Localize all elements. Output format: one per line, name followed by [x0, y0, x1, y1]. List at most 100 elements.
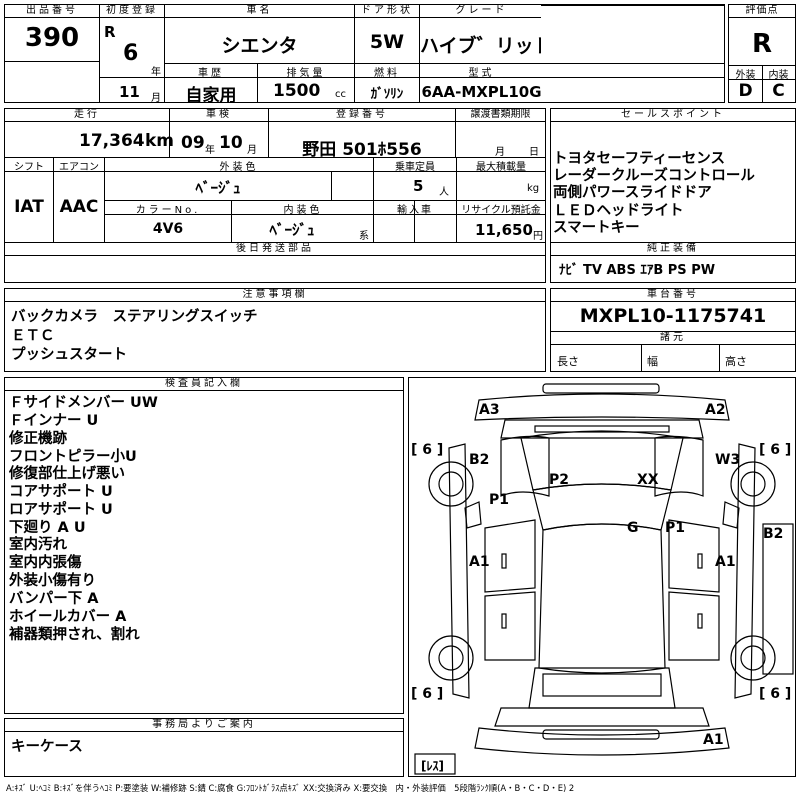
damage-mark: XX: [637, 472, 659, 488]
color-label: 外装色: [219, 162, 259, 173]
damage-mark: A1: [715, 554, 736, 570]
damage-mark: A2: [705, 402, 726, 418]
header-block: 出品番号 390 初度登録 R 6 年 11 月 車名 シエンタ ドア形状 5W…: [4, 4, 543, 106]
damage-mark: A3: [479, 402, 500, 418]
note-line: バックカメラ ステアリングスイッチ: [11, 309, 258, 325]
chassis-value: MXPL10-1175741: [579, 305, 767, 327]
later-label: 後日発送部品: [5, 243, 545, 256]
sales-point: ＬＥＤヘッドライト: [553, 203, 684, 219]
interior-value: C: [772, 81, 785, 101]
interior-label: 内装: [768, 70, 789, 81]
shift-label: シフト: [14, 162, 44, 173]
inspection-year: 09: [181, 133, 205, 153]
inspection-label: 車検: [170, 109, 268, 122]
note-line: ＥＴＣ: [11, 328, 55, 344]
inspection-month: 10: [219, 133, 243, 153]
door-label: ドア形状: [355, 5, 419, 18]
model-label: 型式: [468, 68, 495, 79]
interior-color-unit: 系: [359, 231, 369, 242]
transfer-month-unit: 月: [495, 147, 505, 158]
width-label: 幅: [647, 355, 658, 368]
mileage-unit: km: [145, 131, 175, 151]
info-block: 走行 車検 登録番号 譲渡書類期限 17,364 km 09 年 10 月 野田…: [4, 108, 546, 283]
tire-depth: [ 6 ]: [411, 442, 444, 458]
recycle-label: リサイクル預託金: [461, 205, 541, 216]
mileage-label: 走行: [5, 109, 169, 122]
sales-point: トヨタセーフティーセンス: [553, 151, 725, 167]
equip-value: ﾅﾋﾞ TV ABS ｴｱB PS PW: [559, 263, 716, 278]
door-value: 5W: [369, 31, 405, 53]
inspector-line: 補器類押され、割れ: [9, 627, 140, 643]
inspector-line: Ｆインナー U: [9, 413, 99, 429]
month-unit: 月: [151, 93, 161, 104]
interior-color-label: 内装色: [283, 205, 323, 216]
displacement-unit: cc: [335, 89, 346, 100]
tire-depth: [ 6 ]: [759, 442, 792, 458]
spare-tire: [ﾚｽ]: [421, 759, 444, 773]
notes-block: 注意事項欄 バックカメラ ステアリングスイッチ ＥＴＣ プッシュスタート: [4, 288, 546, 372]
sales-point: 両側パワースライドドア: [553, 185, 712, 201]
inspector-block: 検査員記入欄 Ｆサイドメンバー UW Ｆインナー U 修正機跡 フロントピラー小…: [4, 377, 404, 714]
fuel-label: 燃料: [374, 68, 400, 79]
office-block: 事務局よりご案内 キーケース: [4, 718, 404, 777]
chassis-block: 車台番号 MXPL10-1175741 諸元 長さ 幅 高さ: [550, 288, 796, 372]
capacity-label: 乗車定員: [395, 162, 435, 173]
inspector-label: 検査員記入欄: [5, 378, 403, 391]
model-block: [541, 4, 725, 103]
import-label: 輸入車: [397, 205, 433, 216]
length-label: 長さ: [557, 355, 579, 368]
chassis-label: 車台番号: [551, 289, 795, 302]
first-reg-label: 初度登録: [100, 5, 164, 18]
damage-mark: A1: [469, 554, 490, 570]
exterior-label: 外装: [735, 70, 756, 81]
load-unit: kg: [527, 183, 540, 194]
inspector-line: 修復部仕上げ悪い: [9, 466, 125, 482]
lot-value: 390: [24, 23, 80, 53]
sales-label: セールスポイント: [551, 109, 795, 122]
car-name: シエンタ: [221, 35, 298, 57]
fuel-value: ｶﾞｿﾘﾝ: [370, 87, 404, 102]
damage-mark: G: [627, 520, 639, 536]
year-unit: 年: [151, 67, 161, 78]
car-name-label: 車名: [165, 5, 354, 18]
tire-depth: [ 6 ]: [411, 686, 444, 702]
history-label: 車歴: [198, 68, 224, 79]
history-value: 自家用: [185, 86, 237, 106]
shift-value: IAT: [14, 197, 44, 217]
recycle-unit: 円: [533, 231, 543, 242]
mileage-value: 17,364: [79, 131, 145, 151]
displacement-value: 1500: [273, 81, 321, 101]
score-value: R: [751, 29, 773, 59]
ac-value: AAC: [59, 197, 99, 217]
note-line: プッシュスタート: [11, 347, 127, 363]
damage-mark: P2: [549, 472, 570, 488]
sales-block: セールスポイント トヨタセーフティーセンス レーダークルーズコントロール 両側パ…: [550, 108, 796, 283]
inspector-line: 外装小傷有り: [9, 573, 96, 589]
dims-label: 諸元: [551, 332, 795, 345]
score-label: 評価点: [729, 5, 795, 18]
inspector-line: 室内内張傷: [9, 555, 82, 571]
office-value: キーケース: [11, 739, 83, 755]
era: R: [104, 23, 116, 41]
notes-label: 注意事項欄: [5, 289, 545, 302]
sales-point: レーダークルーズコントロール: [553, 168, 755, 184]
load-label: 最大積載量: [476, 162, 526, 173]
plate-label: 登録番号: [269, 109, 455, 122]
grade-label: グレード: [420, 5, 543, 18]
inspector-line: ロアサポート U: [9, 502, 113, 518]
inspector-line: 下廻り A U: [9, 520, 86, 536]
office-label: 事務局よりご案内: [5, 719, 403, 732]
car-diagram: [414, 383, 794, 775]
tire-depth: [ 6 ]: [759, 686, 792, 702]
plate-value: 野田 501ﾎ556: [302, 140, 422, 160]
ac-label: エアコン: [59, 162, 99, 173]
color-value: ﾍﾞｰｼﾞｭ: [195, 179, 241, 197]
inspector-line: バンパー下 A: [9, 591, 99, 607]
inspector-line: 修正機跡: [9, 431, 67, 447]
height-label: 高さ: [725, 355, 747, 368]
year-value: 6: [123, 41, 139, 66]
inspector-line: コアサポート U: [9, 484, 113, 500]
inspection-month-unit: 月: [247, 145, 257, 156]
equip-label: 純正装備: [551, 243, 795, 256]
exterior-value: D: [738, 81, 753, 101]
